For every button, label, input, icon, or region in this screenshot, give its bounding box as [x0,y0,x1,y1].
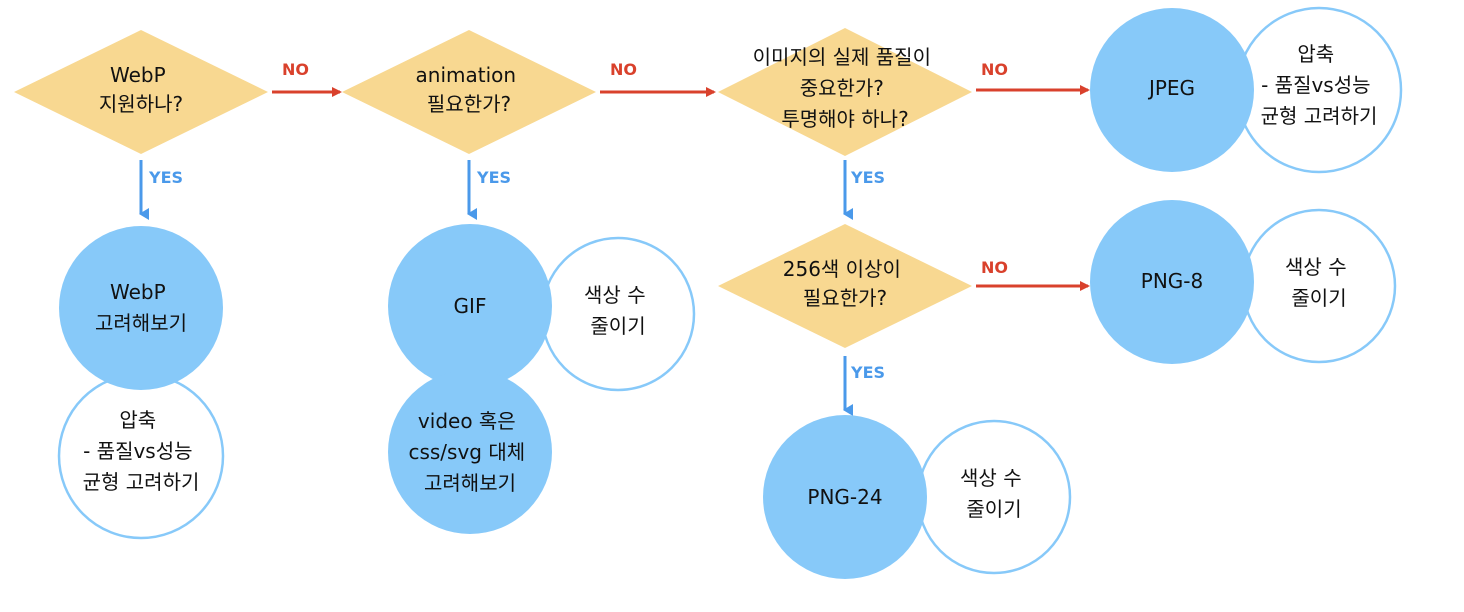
note-label: 색상 수 줄이기 [584,283,652,338]
format-label: video 혹은 css/svg 대체 고려해보기 [408,409,531,495]
decision-animation: animation 필요한가? [342,30,596,154]
edge-yes-colors: YES [843,356,885,416]
yes-label: YES [850,168,885,187]
yes-label: YES [850,363,885,382]
note-gif: 색상 수 줄이기 [540,236,696,392]
format-jpeg: JPEG [1090,8,1254,172]
format-png24: PNG-24 [763,415,927,579]
yes-label: YES [148,168,183,187]
format-video-css-svg: video 혹은 css/svg 대체 고려해보기 [388,370,552,534]
format-label: GIF [454,294,487,318]
no-label: NO [610,60,637,79]
format-png8: PNG-8 [1090,200,1254,364]
format-label: PNG-24 [807,485,882,509]
decision-label: 256색 이상이 필요한가? [783,257,908,310]
format-label: WebP 고려해보기 [95,280,187,335]
note-webp: 압축 - 품질vs성능 균형 고려하기 [57,372,225,540]
decision-label: 이미지의 실제 품질이 중요한가? 투명해야 하나? [753,45,938,131]
note-png8: 색상 수 줄이기 [1241,208,1397,364]
decision-quality: 이미지의 실제 품질이 중요한가? 투명해야 하나? [718,28,972,156]
edge-no-quality-to-jpeg: NO [976,60,1090,95]
format-gif: GIF [388,224,552,388]
yes-label: YES [476,168,511,187]
note-label: 압축 - 품질vs성능 균형 고려하기 [83,408,200,494]
no-label: NO [981,258,1008,277]
edge-no-colors-to-png8: NO [976,258,1090,291]
format-label: PNG-8 [1141,269,1203,293]
note-label: 색상 수 줄이기 [1285,255,1353,310]
decision-label: animation 필요한가? [416,63,523,116]
edge-yes-animation: YES [467,160,511,220]
decision-256-colors: 256색 이상이 필요한가? [718,224,972,348]
format-webp: WebP 고려해보기 [59,226,223,390]
note-jpeg: 압축 - 품질vs성능 균형 고려하기 [1235,6,1403,174]
note-label: 색상 수 줄이기 [960,466,1028,521]
decision-webp-support: WebP 지원하나? [14,30,268,154]
edge-no-animation-to-quality: NO [600,60,716,97]
note-label: 압축 - 품질vs성능 균형 고려하기 [1261,42,1378,128]
note-png24: 색상 수 줄이기 [916,419,1072,575]
edge-yes-webp: YES [139,160,183,220]
no-label: NO [282,60,309,79]
no-label: NO [981,60,1008,79]
format-label: JPEG [1147,76,1195,100]
edge-yes-quality: YES [843,160,885,220]
edge-no-webp-to-animation: NO [272,60,342,97]
decision-label: WebP 지원하나? [99,63,183,116]
